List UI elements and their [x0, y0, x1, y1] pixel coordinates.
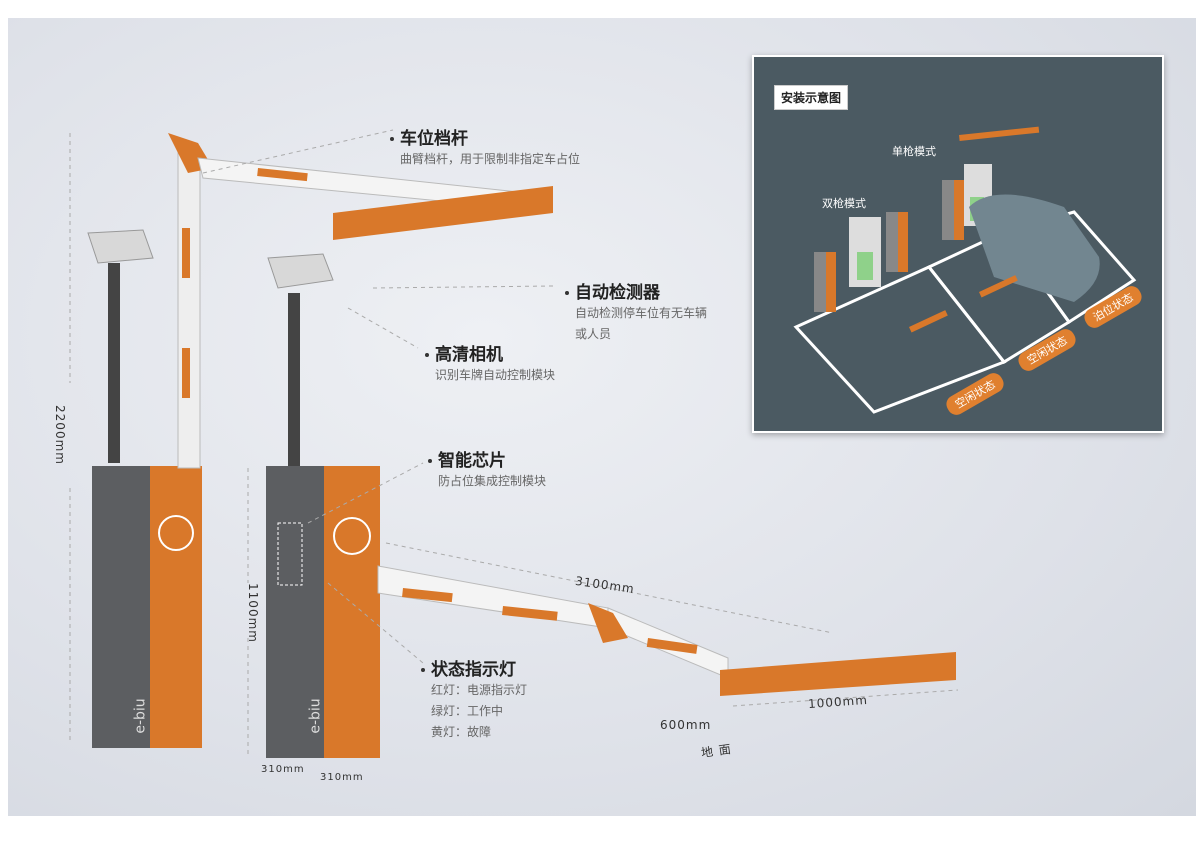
bullet-icon — [428, 459, 432, 463]
inset-illustration — [793, 126, 1137, 414]
callout-desc: 红灯：电源指示灯 — [431, 683, 528, 697]
lower-arm-end — [720, 652, 956, 696]
brand-logo: e-biu — [132, 698, 149, 734]
callout-status-light: 状态指示灯 红灯：电源指示灯 绿灯：工作中 黄灯：故障 — [421, 655, 527, 743]
callout-barrier-arm: 车位档杆 曲臂档杆，用于限制非指定车占位 — [390, 124, 580, 170]
installation-inset: 安装示意图 单枪模式 双枪模式 泊位状态 空闲状态 空闲状态 — [752, 55, 1164, 433]
bullet-icon — [425, 353, 429, 357]
chip-highlight — [277, 522, 303, 586]
callout-hd-camera: 高清相机 识别车牌自动控制模块 — [425, 340, 555, 386]
callout-title: 状态指示灯 — [431, 660, 516, 680]
callout-desc: 绿灯：工作中 — [431, 704, 504, 718]
cabinet-left-side — [92, 466, 150, 748]
callout-title: 自动检测器 — [575, 283, 660, 303]
dim-total-height: 2200mm — [52, 405, 67, 465]
dim-arm-height: 600mm — [660, 718, 712, 732]
callout-title: 车位档杆 — [400, 129, 468, 149]
callout-desc: 曲臂档杆，用于限制非指定车占位 — [400, 152, 581, 166]
dim-width: 310mm — [320, 772, 364, 783]
car — [969, 194, 1100, 302]
camera — [87, 229, 154, 264]
bullet-icon — [390, 137, 394, 141]
product-illustration — [69, 129, 959, 758]
bullet-icon — [565, 291, 569, 295]
cabinet-left-front — [150, 466, 202, 748]
callout-desc: 黄灯：故障 — [431, 725, 492, 739]
callout-title: 智能芯片 — [438, 451, 506, 471]
mode-label-single: 单枪模式 — [892, 145, 936, 158]
bullet-icon — [421, 668, 425, 672]
callout-desc: 自动检测停车位有无车辆 — [575, 306, 708, 320]
callout-desc: 或人员 — [575, 327, 612, 341]
callout-desc: 识别车牌自动控制模块 — [435, 368, 556, 382]
callout-title: 高清相机 — [435, 345, 503, 365]
inset-title: 安装示意图 — [774, 85, 849, 110]
camera-pole — [108, 263, 120, 463]
upper-arm-end — [333, 186, 553, 240]
dim-cabinet-height: 1100mm — [245, 583, 260, 643]
brand-logo: e-biu — [307, 698, 324, 734]
callout-desc: 防占位集成控制模块 — [438, 474, 547, 488]
mode-label-dual: 双枪模式 — [822, 197, 866, 210]
callout-smart-chip: 智能芯片 防占位集成控制模块 — [428, 446, 546, 492]
dim-depth: 310mm — [261, 764, 305, 775]
callout-auto-detector: 自动检测器 自动检测停车位有无车辆 或人员 — [565, 278, 707, 345]
